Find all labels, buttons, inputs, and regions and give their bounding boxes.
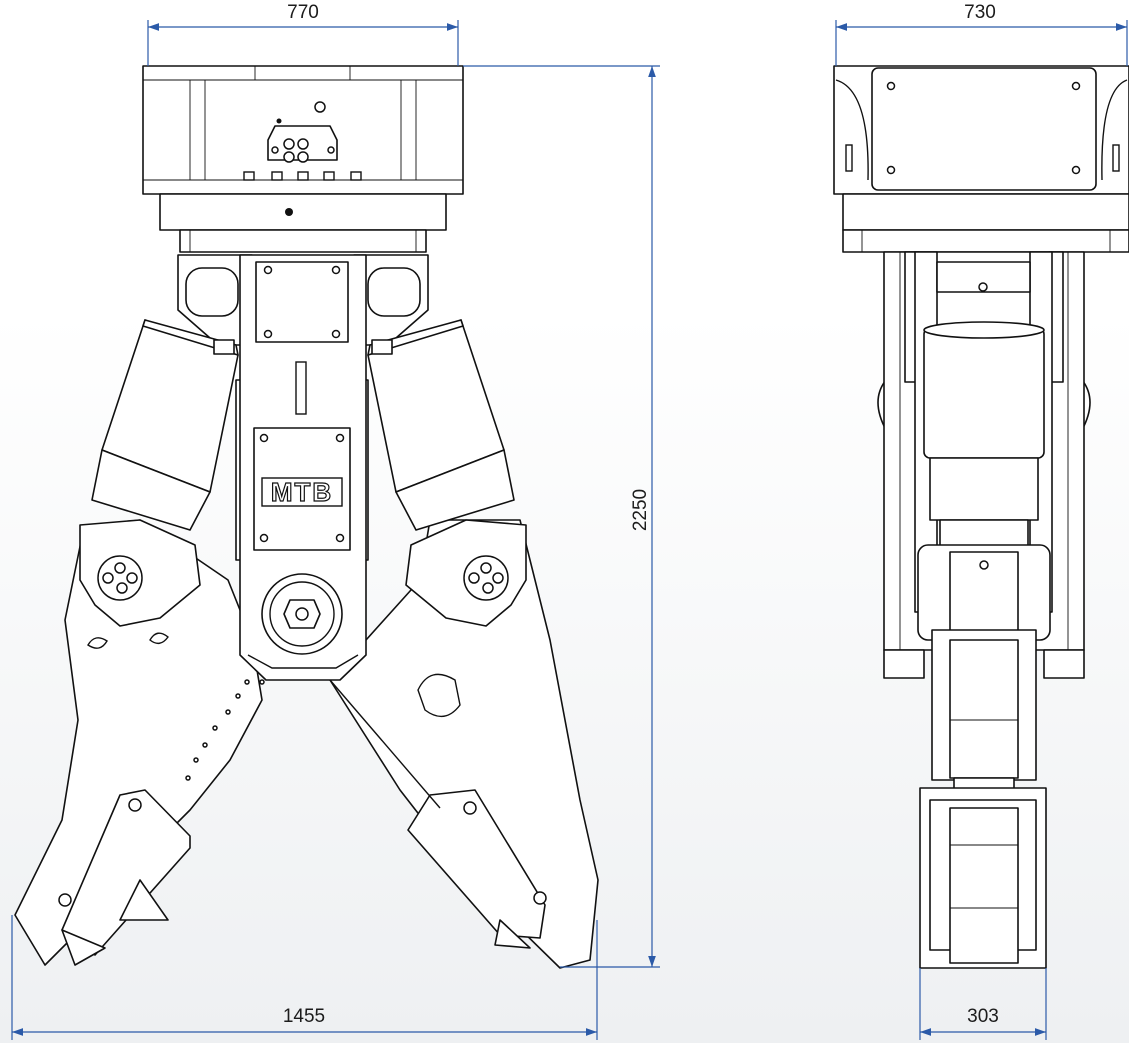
dimension-label-730: 730 [964,2,996,23]
front-central-body: MTB [235,254,369,681]
front-left-jaw-blade [61,789,191,956]
front-jaw-edge-line [329,679,441,809]
side-mount-housing [833,65,1129,195]
side-arm [917,544,1051,969]
dimension-label-1455: 1455 [283,1006,325,1027]
side-rotator-ring [842,193,1129,231]
front-left-cylinder [91,319,239,531]
front-right-cylinder [367,319,515,531]
front-right-pivot [405,519,527,627]
front-upper-brackets [177,254,429,346]
front-mount-housing [142,65,464,195]
dimension-side-bottom-303: 303 [919,968,1047,1040]
dimension-height-2250: 2250 [463,65,660,968]
front-left-pivot [79,519,201,627]
dimension-label-303: 303 [967,1006,999,1027]
front-view: MTB [14,65,599,969]
side-view [833,65,1129,969]
front-rotator-ring [159,193,447,231]
dimension-label-770: 770 [287,2,319,23]
front-right-jaw [329,519,599,969]
dimension-label-2250: 2250 [630,489,651,531]
brand-logo: MTB [271,477,333,507]
dimension-bottom-1455: 1455 [11,915,598,1040]
side-cylinder [923,321,1045,549]
front-right-jaw-slot [417,673,461,718]
front-left-jaw [14,519,265,966]
dimension-side-top-730: 730 [835,2,1128,66]
dimension-top-770: 770 [147,2,459,66]
